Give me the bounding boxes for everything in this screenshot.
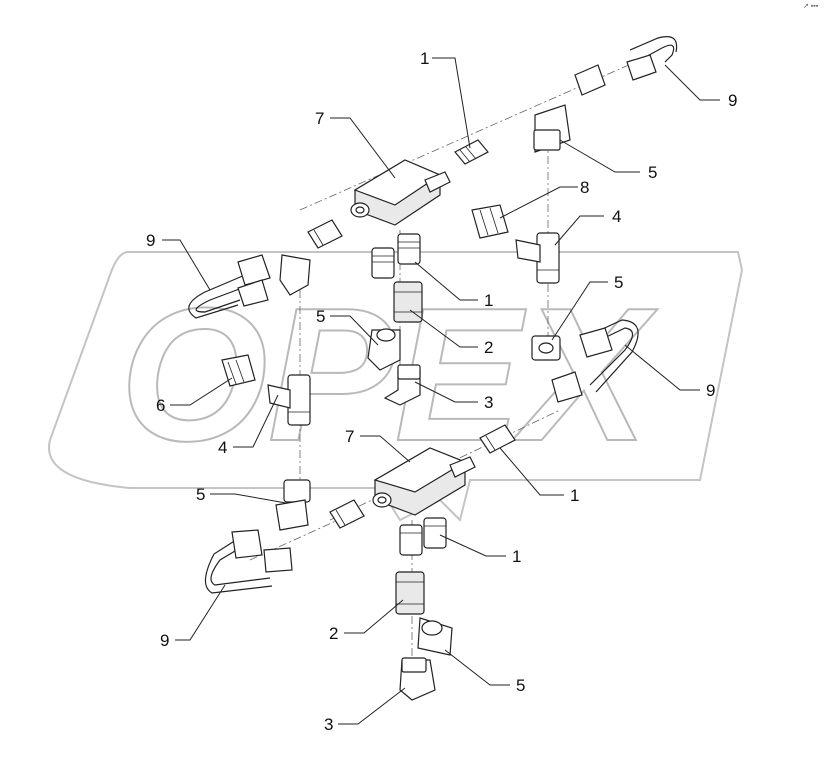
elbow-9-left bbox=[279, 254, 311, 296]
callout-5-top: 5 bbox=[648, 163, 657, 182]
callout-1-lower-right: 1 bbox=[570, 486, 579, 505]
callout-9-right: 9 bbox=[706, 381, 715, 400]
corner-mark: ↗ ▪▪▪ bbox=[803, 3, 819, 10]
elbow-5-lower-right bbox=[417, 617, 453, 656]
pipe-9-lower-left bbox=[204, 529, 293, 594]
callout-6: 6 bbox=[156, 396, 165, 415]
watermark-frame bbox=[48, 251, 744, 522]
callout-9-top-right: 9 bbox=[728, 91, 737, 110]
callout-5-lower-right: 5 bbox=[516, 676, 525, 695]
leader-lines bbox=[162, 57, 720, 725]
callout-9-lower-left: 9 bbox=[160, 631, 169, 650]
callout-1-upper-center: 1 bbox=[484, 291, 493, 310]
callout-3-upper: 3 bbox=[484, 393, 493, 412]
pipe-9-left bbox=[188, 254, 271, 319]
adapter-left-lower bbox=[329, 499, 365, 529]
connector-2-lower bbox=[395, 571, 425, 615]
callout-7-upper: 7 bbox=[315, 109, 324, 128]
callout-1-lower-center: 1 bbox=[512, 547, 521, 566]
elbow-5-left-lower bbox=[275, 479, 311, 531]
adapter-left-upper bbox=[307, 219, 343, 249]
adapter-1-upper-pair bbox=[371, 233, 421, 279]
fitting-6 bbox=[221, 354, 256, 387]
tee-4-left bbox=[267, 374, 311, 426]
adapter-1-lower-pair bbox=[399, 517, 447, 556]
callout-5-left-lower: 5 bbox=[196, 485, 205, 504]
elbow-5-upper-center bbox=[367, 328, 401, 371]
elbow-5-top bbox=[533, 104, 571, 153]
callout-1-top: 1 bbox=[420, 49, 429, 68]
callout-5-upper-center: 5 bbox=[316, 307, 325, 326]
callout-2-lower: 2 bbox=[329, 624, 338, 643]
callout-5-right: 5 bbox=[614, 273, 623, 292]
callouts: 1 9 7 5 8 4 9 1 5 2 5 3 9 6 4 7 1 5 1 2 … bbox=[146, 49, 737, 734]
callout-8: 8 bbox=[580, 178, 589, 197]
elbow-5-right bbox=[531, 335, 561, 361]
manifold-block-upper bbox=[350, 159, 451, 226]
tee-4-right bbox=[515, 232, 560, 284]
adapter-1-top bbox=[454, 139, 489, 165]
callout-9-left: 9 bbox=[146, 231, 155, 250]
callout-2-upper: 2 bbox=[484, 338, 493, 357]
callout-4-right: 4 bbox=[612, 207, 621, 226]
callout-3-lower: 3 bbox=[324, 715, 333, 734]
connector-2-upper bbox=[393, 281, 423, 323]
pipe-9-top-right bbox=[574, 36, 678, 96]
manifold-block-lower bbox=[372, 447, 476, 516]
fitting-8 bbox=[471, 204, 509, 239]
adapter-1-lower-right bbox=[479, 424, 516, 454]
centerline-lower-horizontal bbox=[329, 409, 561, 521]
callout-7-lower: 7 bbox=[345, 427, 354, 446]
pipe-9-right bbox=[551, 319, 639, 403]
elbow-3-upper bbox=[383, 364, 421, 406]
callout-4-left: 4 bbox=[218, 438, 227, 457]
elbow-3-lower bbox=[399, 657, 436, 701]
